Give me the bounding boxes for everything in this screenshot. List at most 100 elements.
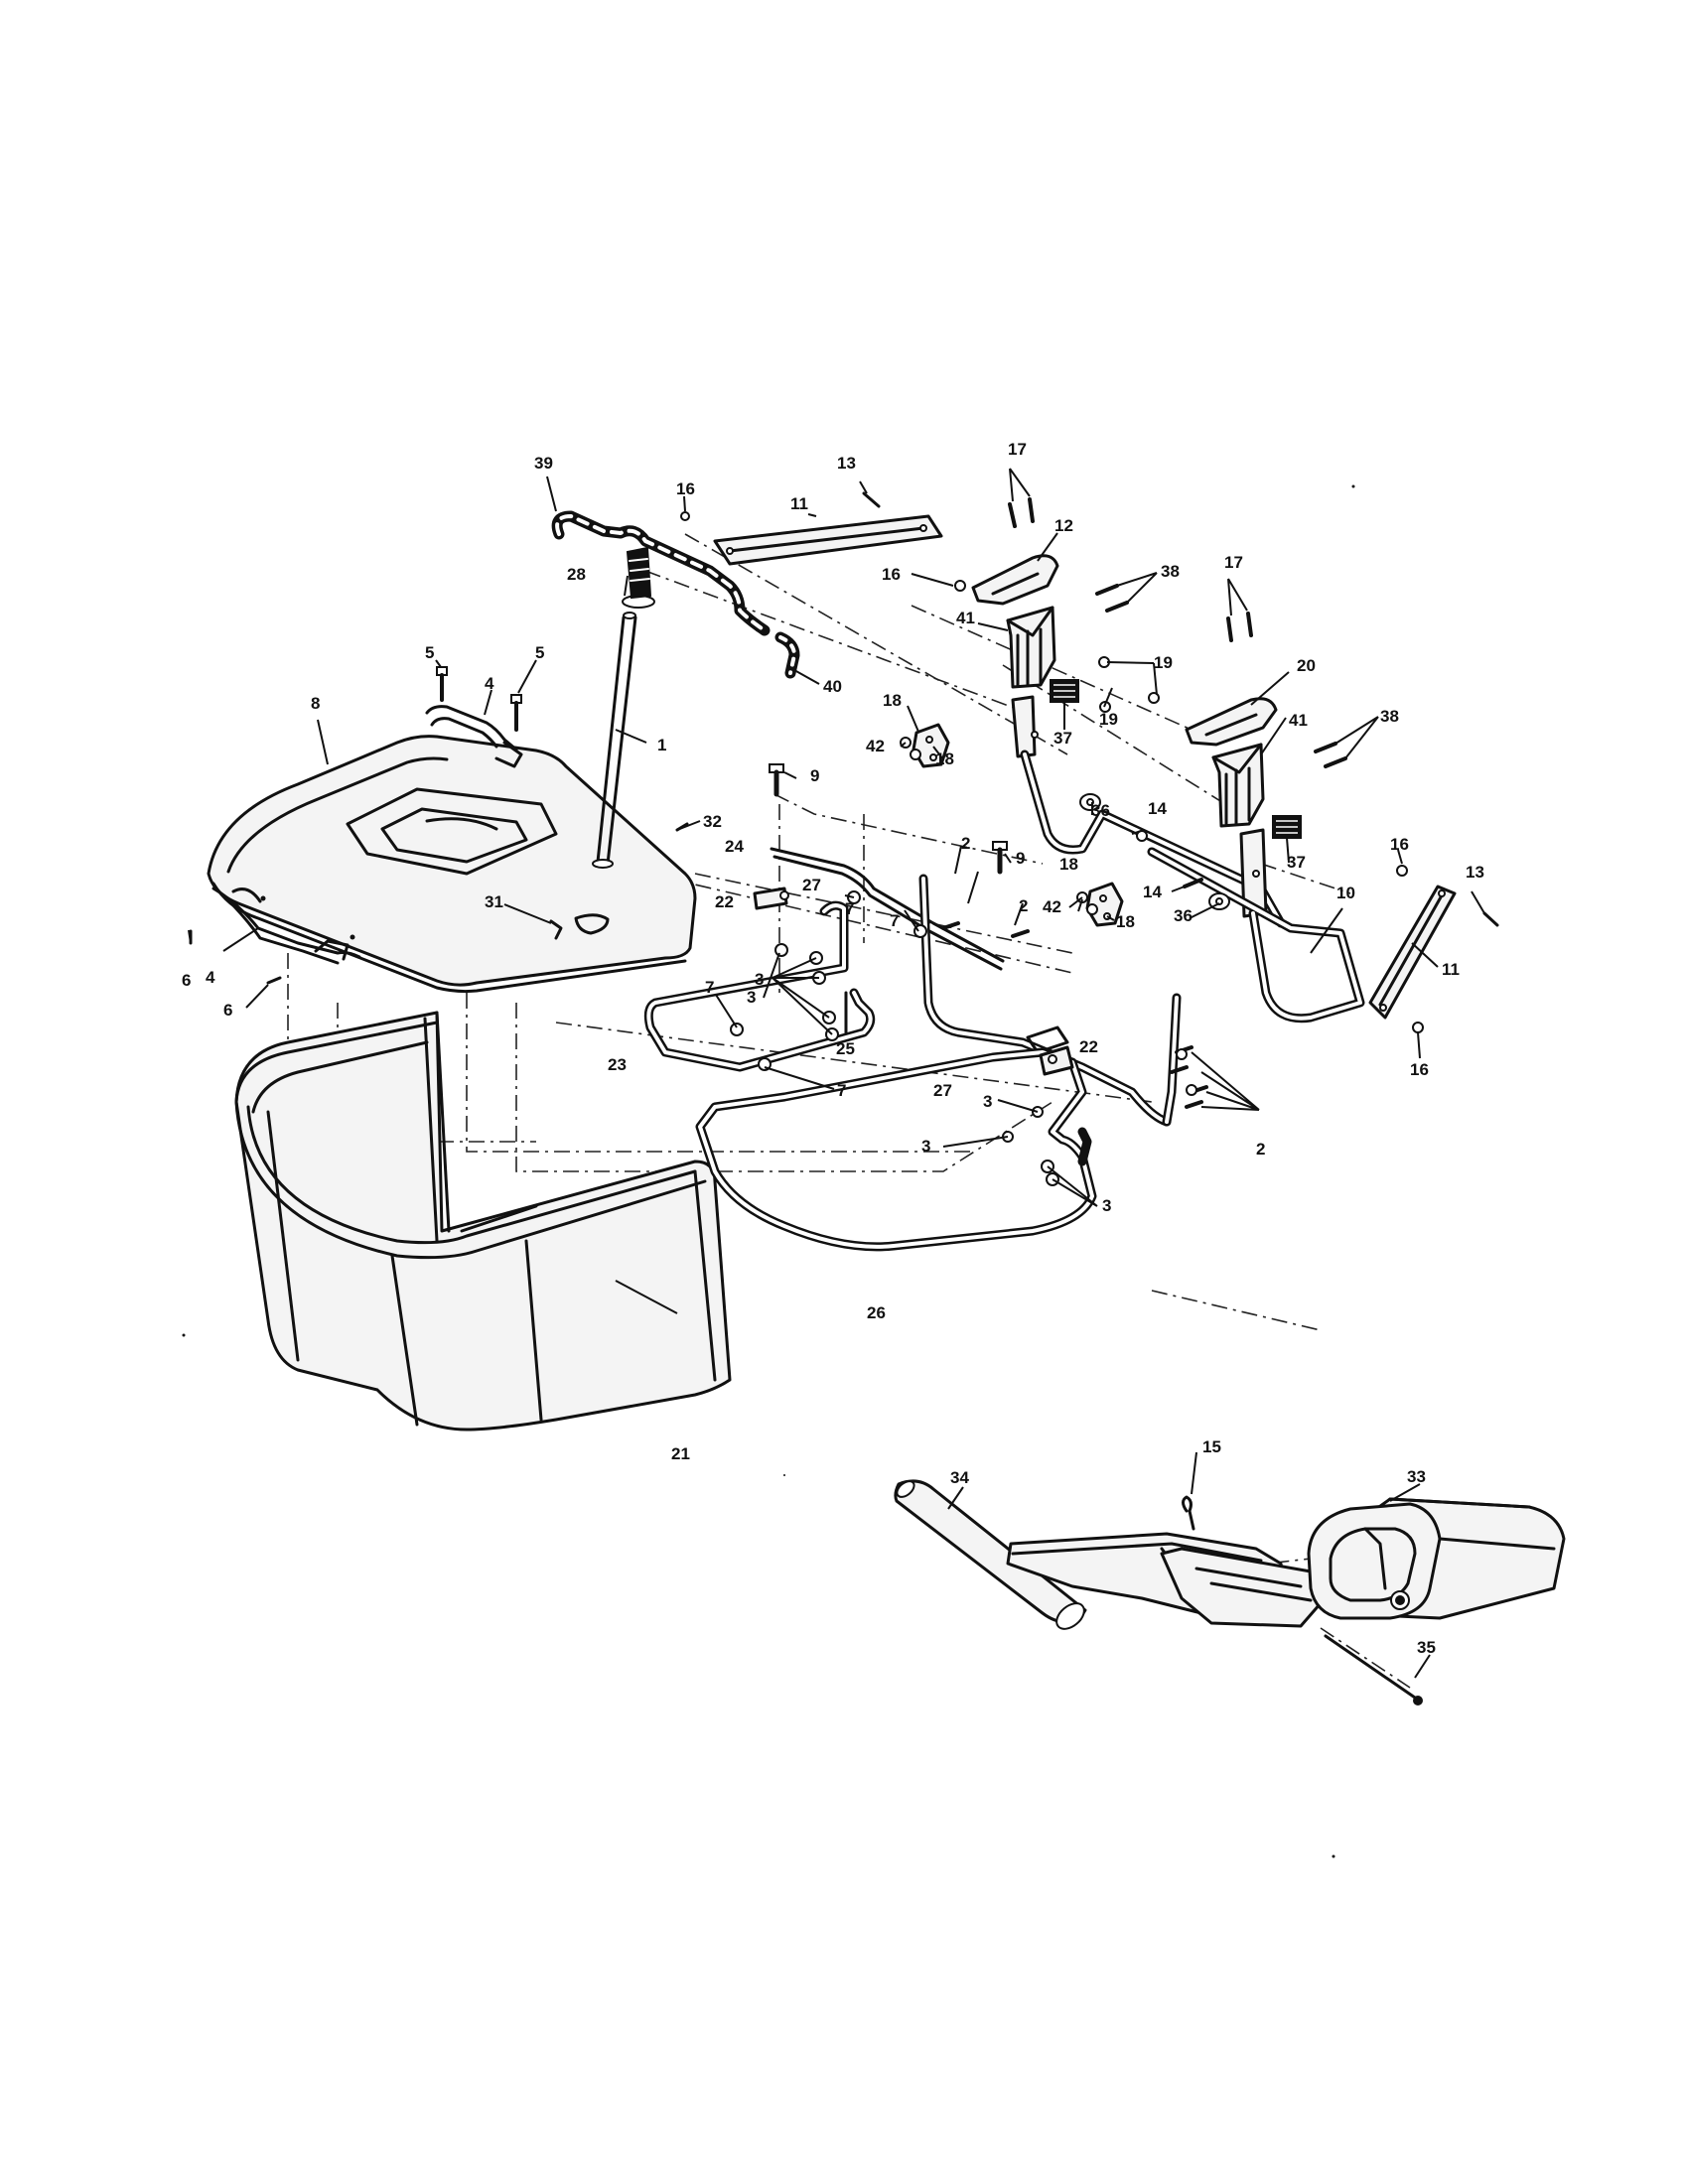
- callout-5: 5: [425, 643, 434, 662]
- screws-2: [941, 921, 1208, 1109]
- hinge-block-lower: [1211, 743, 1265, 828]
- pin-15: [1182, 1495, 1195, 1531]
- discharge-hose: [551, 510, 800, 679]
- callout-7: 7: [845, 899, 854, 918]
- mount-33: [1307, 1497, 1566, 1620]
- callout-13: 13: [1466, 863, 1484, 882]
- callout-36: 36: [1174, 906, 1193, 925]
- callout-25: 25: [836, 1039, 855, 1058]
- plate-lower: [1076, 882, 1124, 927]
- frame-26: [695, 1047, 1097, 1252]
- hinge-clip-upper: [971, 554, 1059, 606]
- callout-24: 24: [725, 837, 744, 856]
- pad-upper: [1050, 679, 1079, 703]
- callout-10: 10: [1336, 884, 1355, 902]
- callout-11: 11: [1442, 960, 1460, 979]
- callout-9: 9: [1016, 849, 1025, 868]
- callout-18: 18: [935, 750, 954, 768]
- callout-32: 32: [703, 812, 722, 831]
- callout-27: 27: [802, 876, 821, 894]
- callout-39: 39: [534, 454, 553, 473]
- clip-22-upper: [753, 887, 789, 910]
- callout-16: 16: [1390, 835, 1409, 854]
- callout-8: 8: [311, 694, 320, 713]
- callout-6: 6: [182, 971, 191, 990]
- callout-37: 37: [1287, 853, 1306, 872]
- callout-1: 1: [657, 736, 666, 754]
- screws-13: [862, 491, 1499, 927]
- screws-38-upper: [1095, 584, 1129, 613]
- callout-16: 16: [882, 565, 901, 584]
- grass-bag: [234, 1011, 732, 1432]
- callout-16: 16: [676, 479, 695, 498]
- callout-7: 7: [837, 1081, 846, 1100]
- callout-4: 4: [485, 674, 494, 693]
- handle-side: [211, 887, 361, 965]
- handle-grip: [622, 546, 655, 609]
- callout-3: 3: [1102, 1196, 1111, 1215]
- callout-37: 37: [1053, 729, 1072, 748]
- frame-23: [643, 900, 876, 1072]
- callout-22: 22: [1079, 1037, 1098, 1056]
- callout-38: 38: [1161, 562, 1180, 581]
- callout-7: 7: [705, 978, 714, 997]
- callout-20: 20: [1297, 656, 1316, 675]
- callout-22: 22: [715, 892, 734, 911]
- callout-16: 16: [1410, 1060, 1429, 1079]
- screw-14: [1183, 878, 1203, 888]
- callout-18: 18: [1116, 912, 1135, 931]
- bolt-5-right: [510, 694, 522, 732]
- callout-11: 11: [790, 494, 808, 513]
- callout-9: 9: [810, 766, 819, 785]
- clip-22-lower: [1039, 1045, 1074, 1076]
- callout-17: 17: [1224, 553, 1243, 572]
- callout-28: 28: [567, 565, 586, 584]
- scan-specks: [182, 484, 1355, 1858]
- screws-17-lower: [1226, 612, 1253, 642]
- callout-17: 17: [1008, 440, 1027, 459]
- callout-26: 26: [867, 1303, 886, 1322]
- callout-34: 34: [950, 1468, 969, 1487]
- callout-7: 7: [890, 911, 899, 930]
- callout-5: 5: [535, 643, 544, 662]
- leader-lines: [188, 468, 1485, 1679]
- callout-3: 3: [755, 970, 764, 989]
- callout-35: 35: [1417, 1638, 1436, 1657]
- hinge-clip-lower: [1185, 697, 1278, 747]
- bolt-5-left: [436, 666, 448, 702]
- screws-17-upper: [1008, 497, 1035, 528]
- callout-27: 27: [933, 1081, 952, 1100]
- callout-15: 15: [1202, 1437, 1221, 1456]
- callout-41: 41: [1289, 711, 1308, 730]
- bolt-9-left: [769, 763, 784, 797]
- spacer-upper: [1079, 793, 1101, 811]
- callout-40: 40: [823, 677, 842, 696]
- callout-13: 13: [837, 454, 856, 473]
- bolt-9-right: [992, 841, 1008, 875]
- callout-31: 31: [485, 892, 503, 911]
- callout-3: 3: [747, 988, 756, 1007]
- callout-2: 2: [1256, 1140, 1265, 1159]
- callout-33: 33: [1407, 1467, 1426, 1486]
- handle-top: [425, 705, 523, 768]
- callouts: 1 2 2 2 3 3 3 3 3 4 4 5 5 6 6 7 7 7 7 8 …: [182, 440, 1484, 1657]
- arm-assembly: [1006, 1532, 1323, 1628]
- bracket-upper: [713, 514, 943, 566]
- callout-41: 41: [956, 609, 975, 627]
- nuts-19: [1098, 656, 1160, 713]
- callout-6: 6: [223, 1001, 232, 1020]
- callout-18: 18: [883, 691, 902, 710]
- screws-38-lower: [1314, 742, 1347, 768]
- callout-4: 4: [206, 968, 215, 987]
- callout-2: 2: [1019, 896, 1028, 915]
- handle-rod: [592, 612, 637, 869]
- callout-19: 19: [1154, 653, 1173, 672]
- tube-34: [894, 1479, 1087, 1630]
- callout-19: 19: [1099, 710, 1118, 729]
- callout-12: 12: [1054, 516, 1073, 535]
- nuts-3: [774, 943, 1059, 1186]
- callout-18: 18: [1059, 855, 1078, 874]
- callout-3: 3: [921, 1137, 930, 1156]
- screws-16: [680, 511, 1424, 1033]
